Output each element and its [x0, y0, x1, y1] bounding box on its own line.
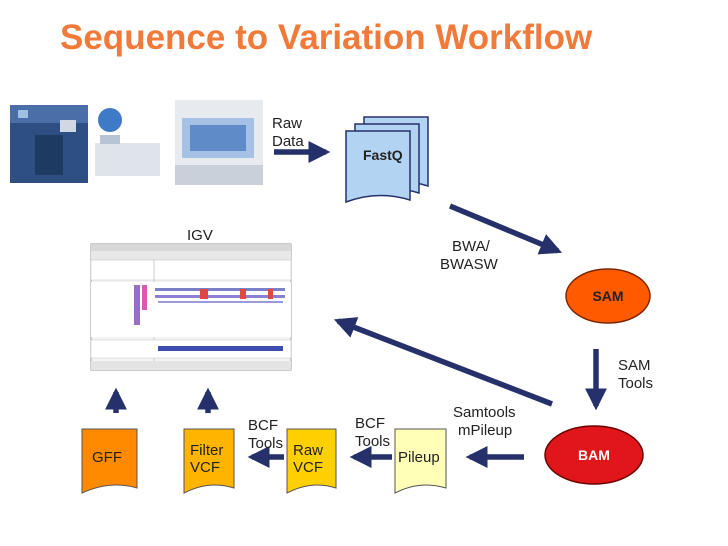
sam-tools-label: SAM Tools [618, 357, 653, 393]
bcf-tools-2-line2: Tools [355, 433, 391, 450]
page-title: Sequence to Variation Workflow [60, 18, 593, 57]
arrow-fastq-to-sam [448, 203, 563, 255]
samtools-mpileup-line1: Samtools [453, 404, 516, 421]
raw-data-label: Raw Data [272, 115, 304, 151]
bcf-tools-1-line1: BCF [248, 417, 278, 434]
sam-tools-line2: Tools [618, 375, 654, 392]
bcf-tools-2-line1: BCF [355, 415, 385, 432]
raw-data-line2: Data [272, 133, 304, 150]
pileup-node [394, 428, 447, 494]
gff-label: GFF [92, 449, 122, 466]
bwa-label: BWA/ BWASW [440, 238, 498, 274]
fastq-label: FastQ [363, 147, 403, 163]
samtools-mpileup-label: Samtools mPileup [453, 404, 516, 440]
filter-vcf-node [183, 428, 235, 494]
filter-vcf-label-line2: VCF [190, 459, 220, 476]
bcf-tools-label-1: BCF Tools [248, 417, 283, 453]
filter-vcf-label-line1: Filter [190, 442, 223, 459]
bcf-tools-1-line2: Tools [248, 435, 284, 452]
raw-vcf-node [286, 428, 337, 494]
sequencer-instruments-image [10, 100, 263, 185]
samtools-mpileup-line2: mPileup [458, 422, 513, 439]
igv-screenshot [90, 243, 292, 371]
bam-label: BAM [578, 447, 610, 463]
bwa-line2: BWASW [440, 256, 498, 273]
raw-vcf-label-line2: VCF [293, 459, 323, 476]
igv-label: IGV [187, 227, 213, 244]
pileup-label: Pileup [398, 449, 440, 466]
arrow-bam-to-igv [333, 317, 553, 407]
raw-data-line1: Raw [272, 115, 303, 132]
bwa-line1: BWA/ [452, 238, 490, 255]
sam-tools-line1: SAM [618, 357, 651, 374]
gff-node [81, 428, 138, 494]
raw-vcf-label-line1: Raw [293, 442, 323, 459]
fastq-document-stack [345, 116, 429, 204]
bam-node [544, 425, 644, 485]
bcf-tools-label-2: BCF Tools [355, 415, 390, 451]
sam-node [565, 268, 651, 324]
sam-label: SAM [592, 288, 623, 304]
